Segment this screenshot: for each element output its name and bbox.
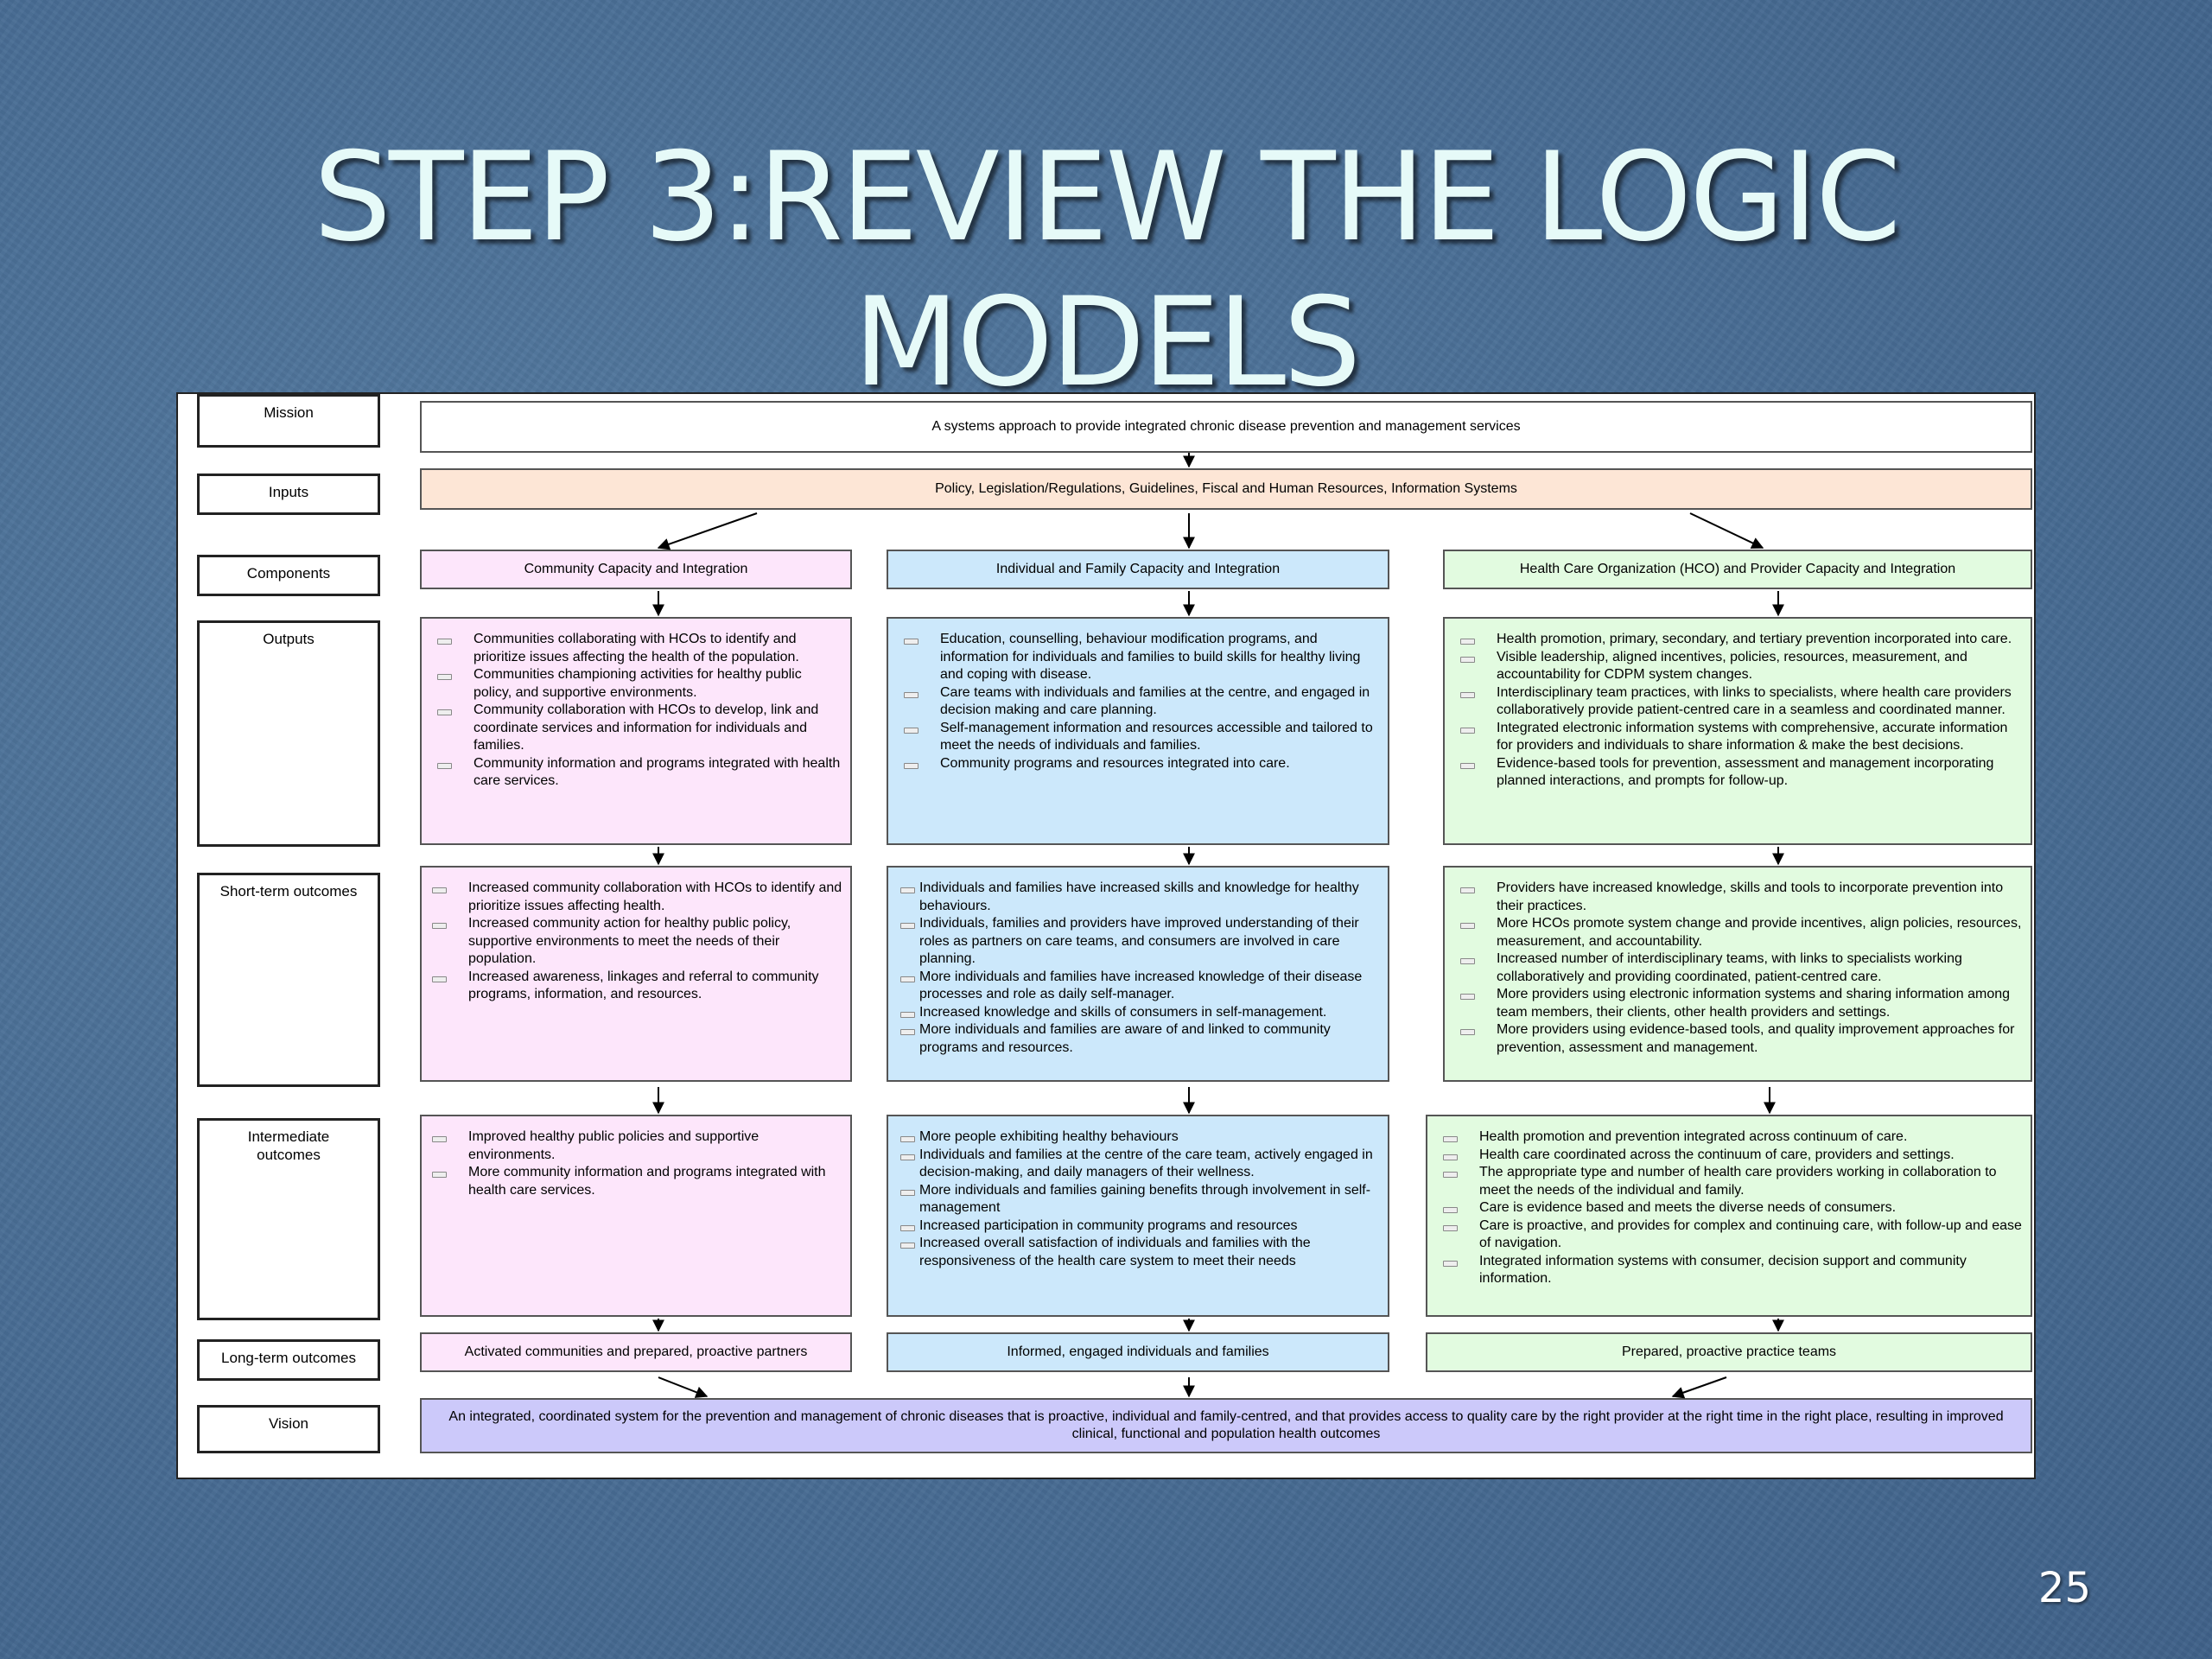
list-item: Community information and programs integ… xyxy=(432,755,843,791)
row-label-inputs: Inputs xyxy=(197,474,380,515)
list-item: More providers using electronic informat… xyxy=(1455,986,2024,1021)
list-item: Increased knowledge and skills of consum… xyxy=(899,1004,1381,1022)
list-item: Self-management information and resource… xyxy=(899,720,1381,755)
long-term-individual-family-text: Informed, engaged individuals and famili… xyxy=(1007,1344,1269,1359)
long-term-community: Activated communities and prepared, proa… xyxy=(420,1332,852,1372)
mission-box: A systems approach to provide integrated… xyxy=(420,401,2032,453)
row-label-short-term-outcomes: Short-term outcomes xyxy=(197,873,380,1087)
component-hco-provider: Health Care Organization (HCO) and Provi… xyxy=(1443,550,2032,589)
list-item: Improved healthy public policies and sup… xyxy=(427,1128,843,1164)
list-item: Care is evidence based and meets the div… xyxy=(1438,1199,2024,1217)
logic-model-diagram: Mission Inputs Components Outputs Short-… xyxy=(176,392,2036,1479)
arrow-inputs-hco xyxy=(1689,512,1764,549)
arrow-long-vision-1 xyxy=(658,1376,709,1398)
list-item: Education, counselling, behaviour modifi… xyxy=(899,631,1381,684)
mission-text: A systems approach to provide integrated… xyxy=(931,418,1521,434)
outputs-community: Communities collaborating with HCOs to i… xyxy=(420,617,852,845)
list-item: Evidence-based tools for prevention, ass… xyxy=(1455,755,2024,791)
row-label-mission: Mission xyxy=(197,394,380,448)
list-item: Interdisciplinary team practices, with l… xyxy=(1455,684,2024,720)
list-item: Individuals and families at the centre o… xyxy=(899,1147,1381,1182)
list-item: More people exhibiting healthy behaviour… xyxy=(899,1128,1381,1147)
list-item: Increased overall satisfaction of indivi… xyxy=(899,1235,1381,1270)
slide-title: STEP 3:REVIEW THE LOGIC MODELS xyxy=(313,126,1901,414)
list-item: Health promotion and prevention integrat… xyxy=(1438,1128,2024,1147)
arrow-long-vision-3 xyxy=(1671,1376,1727,1399)
list-item: Increased number of interdisciplinary te… xyxy=(1455,950,2024,986)
arrow-inputs-community xyxy=(657,512,758,550)
list-item: The appropriate type and number of healt… xyxy=(1438,1164,2024,1199)
list-item: Care is proactive, and provides for comp… xyxy=(1438,1217,2024,1253)
intermediate-individual-family: More people exhibiting healthy behaviour… xyxy=(887,1115,1389,1317)
list-item: Visible leadership, aligned incentives, … xyxy=(1455,649,2024,684)
component-individual-family-label: Individual and Family Capacity and Integ… xyxy=(995,561,1281,576)
list-item: Communities championing activities for h… xyxy=(432,666,843,702)
inputs-text: Policy, Legislation/Regulations, Guideli… xyxy=(935,480,1517,496)
list-item: Increased community collaboration with H… xyxy=(427,880,843,915)
list-item: Community collaboration with HCOs to dev… xyxy=(432,702,843,755)
list-item: Individuals and families have increased … xyxy=(899,880,1381,915)
list-item: Integrated electronic information system… xyxy=(1455,720,2024,755)
list-item: Health promotion, primary, secondary, an… xyxy=(1455,631,2024,649)
list-item: Increased participation in community pro… xyxy=(899,1217,1381,1236)
long-term-hco-provider: Prepared, proactive practice teams xyxy=(1426,1332,2032,1372)
long-term-community-text: Activated communities and prepared, proa… xyxy=(464,1344,808,1359)
row-label-intermediate-outcomes: Intermediate outcomes xyxy=(197,1118,380,1320)
list-item: Providers have increased knowledge, skil… xyxy=(1455,880,2024,915)
component-individual-family: Individual and Family Capacity and Integ… xyxy=(887,550,1389,589)
component-community-label: Community Capacity and Integration xyxy=(524,561,748,576)
intermediate-hco-provider: Health promotion and prevention integrat… xyxy=(1426,1115,2032,1317)
vision-text: An integrated, coordinated system for th… xyxy=(448,1408,2004,1442)
list-item: Health care coordinated across the conti… xyxy=(1438,1147,2024,1165)
list-item: Care teams with individuals and families… xyxy=(899,684,1381,720)
outputs-hco-provider: Health promotion, primary, secondary, an… xyxy=(1443,617,2032,845)
outputs-individual-family: Education, counselling, behaviour modifi… xyxy=(887,617,1389,845)
short-term-community: Increased community collaboration with H… xyxy=(420,866,852,1082)
list-item: Increased community action for healthy p… xyxy=(427,915,843,969)
row-label-long-term-outcomes: Long-term outcomes xyxy=(197,1339,380,1381)
component-hco-provider-label: Health Care Organization (HCO) and Provi… xyxy=(1519,561,1956,576)
list-item: More individuals and families gaining be… xyxy=(899,1182,1381,1217)
list-item: Increased awareness, linkages and referr… xyxy=(427,969,843,1004)
list-item: Integrated information systems with cons… xyxy=(1438,1253,2024,1288)
intermediate-community: Improved healthy public policies and sup… xyxy=(420,1115,852,1317)
row-label-outputs: Outputs xyxy=(197,620,380,847)
list-item: More individuals and families are aware … xyxy=(899,1021,1381,1057)
long-term-individual-family: Informed, engaged individuals and famili… xyxy=(887,1332,1389,1372)
inputs-box: Policy, Legislation/Regulations, Guideli… xyxy=(420,468,2032,510)
long-term-hco-provider-text: Prepared, proactive practice teams xyxy=(1621,1344,1837,1359)
list-item: More individuals and families have incre… xyxy=(899,969,1381,1004)
vision-box: An integrated, coordinated system for th… xyxy=(420,1398,2032,1453)
list-item: Communities collaborating with HCOs to i… xyxy=(432,631,843,666)
row-label-vision: Vision xyxy=(197,1405,380,1453)
short-term-hco-provider: Providers have increased knowledge, skil… xyxy=(1443,866,2032,1082)
list-item: Community programs and resources integra… xyxy=(899,755,1381,773)
list-item: More community information and programs … xyxy=(427,1164,843,1199)
slide-page-number: 25 xyxy=(2037,1564,2091,1612)
short-term-individual-family: Individuals and families have increased … xyxy=(887,866,1389,1082)
list-item: More providers using evidence-based tool… xyxy=(1455,1021,2024,1057)
row-label-components: Components xyxy=(197,555,380,596)
list-item: More HCOs promote system change and prov… xyxy=(1455,915,2024,950)
list-item: Individuals, families and providers have… xyxy=(899,915,1381,969)
component-community: Community Capacity and Integration xyxy=(420,550,852,589)
